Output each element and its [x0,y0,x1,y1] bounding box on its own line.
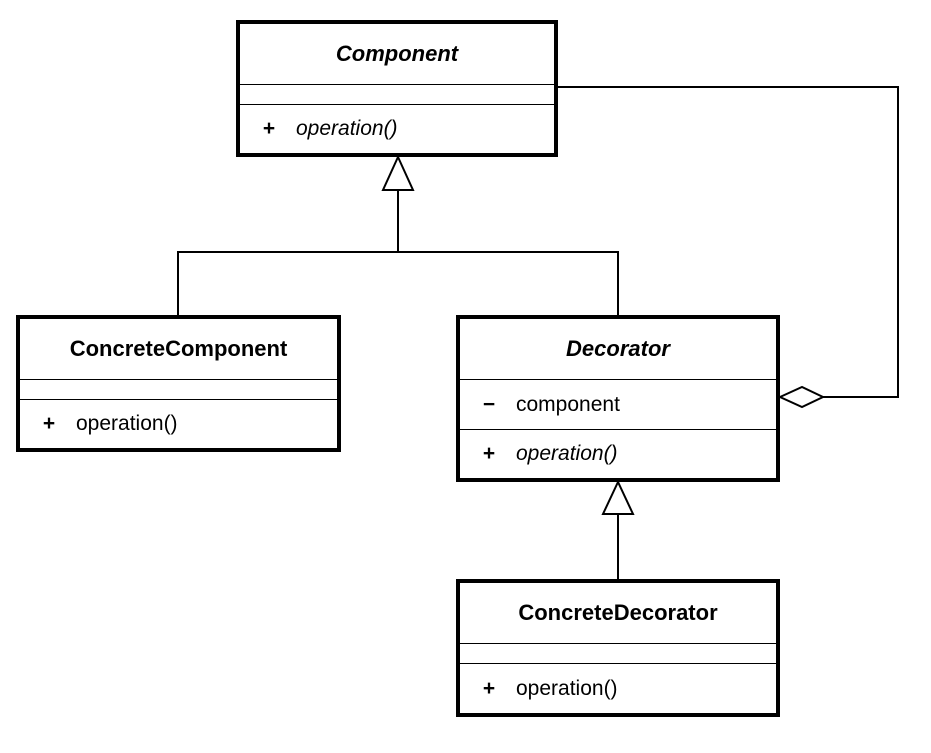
class-name-decorator: Decorator [460,319,776,380]
class-name-concrete-decorator: ConcreteDecorator [460,583,776,644]
attributes-concrete-decorator [460,644,776,664]
generalization-to-decorator [601,479,635,581]
visibility-public: + [42,412,56,435]
inheritance-line-decorator [398,251,619,317]
operations-concrete-decorator: + operation() [460,664,776,713]
operation-row: + operation() [460,664,776,713]
attributes-component [240,85,554,105]
class-concrete-decorator[interactable]: ConcreteDecorator + operation() [456,579,780,717]
aggregation-decorator-component [558,86,899,409]
operation-row: + operation() [460,430,776,478]
operation-name: operation() [516,676,618,700]
attributes-concrete-component [20,380,337,400]
class-decorator[interactable]: Decorator − component + operation() [456,315,780,482]
operation-name: operation() [76,412,178,435]
operation-name: operation() [516,442,618,465]
operation-name: operation() [296,117,398,140]
inheritance-line-concrete-component [177,251,398,317]
attributes-decorator: − component [460,380,776,430]
operations-component: + operation() [240,105,554,153]
class-name-component: Component [240,24,554,85]
class-name-concrete-component: ConcreteComponent [20,319,337,380]
inheritance-arrowhead-component [381,154,415,191]
inheritance-arrowhead-decorator [601,479,635,515]
generalization-to-component [177,154,619,317]
visibility-public: + [262,117,276,140]
aggregation-line [558,86,899,398]
operation-row: + operation() [240,105,554,153]
operations-concrete-component: + operation() [20,400,337,448]
attribute-name: component [516,392,620,416]
visibility-public: + [482,676,496,700]
visibility-private: − [482,392,496,416]
visibility-public: + [482,442,496,465]
class-concrete-component[interactable]: ConcreteComponent + operation() [16,315,341,452]
operations-decorator: + operation() [460,430,776,478]
class-component[interactable]: Component + operation() [236,20,558,157]
operation-row: + operation() [20,400,337,448]
attribute-row: − component [460,380,776,429]
aggregation-diamond [777,385,826,409]
